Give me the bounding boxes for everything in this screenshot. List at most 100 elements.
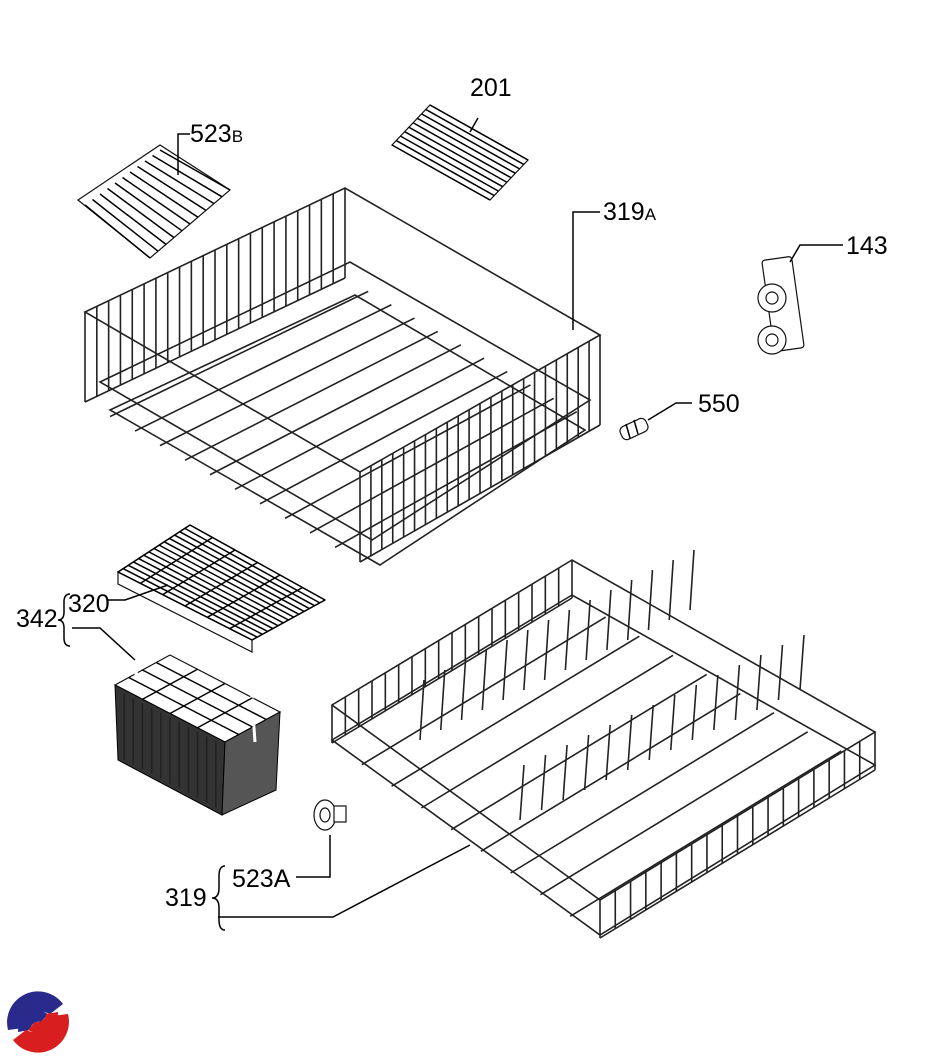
cutlery-divider xyxy=(142,668,198,700)
grid-320-slot xyxy=(206,574,281,618)
upper-basket-wire-cross xyxy=(184,330,439,461)
upper-basket-319a xyxy=(83,187,602,566)
upper-basket-bottom-rim xyxy=(108,294,587,566)
lower-basket-tine xyxy=(668,559,675,621)
rack-523b-tine xyxy=(152,154,223,198)
upper-basket-wire-cross xyxy=(334,410,578,549)
lower-basket-tine xyxy=(734,664,741,721)
upper-basket-wire-cross xyxy=(109,290,369,418)
rack-523b-tine xyxy=(122,176,191,225)
lower-basket-wire-cross xyxy=(569,750,842,918)
part-320-grid xyxy=(116,524,327,653)
rack-201-tine xyxy=(429,104,529,161)
rack-523b-tine xyxy=(137,165,207,212)
rack-523b-tine xyxy=(92,198,159,252)
label-550: 550 xyxy=(698,390,740,418)
lower-basket-tine xyxy=(647,569,654,631)
part-550-pin xyxy=(619,417,649,441)
lower-basket-319 xyxy=(330,549,877,939)
lower-basket-tine xyxy=(543,619,550,681)
lower-basket-tine xyxy=(689,549,695,611)
grid-320-slot xyxy=(251,599,326,641)
rack-201-tine xyxy=(421,113,520,170)
lower-basket-tine xyxy=(523,629,529,691)
leader-lines xyxy=(57,117,843,931)
label-523b: 523B xyxy=(190,120,243,148)
grid-320-slot xyxy=(229,586,303,630)
rack-523b-tine xyxy=(99,193,167,245)
lower-basket-top-rim xyxy=(330,559,877,901)
label-319: 319 xyxy=(165,884,207,912)
label-143: 143 xyxy=(846,232,888,260)
lower-basket-wire-cross xyxy=(510,711,775,874)
lower-basket-wire-cross xyxy=(599,769,876,939)
rack-201-tine xyxy=(400,135,499,192)
lower-basket-tine xyxy=(606,589,612,651)
lower-basket-wire-cross xyxy=(450,673,708,831)
lower-basket-tine xyxy=(691,684,698,741)
lower-basket-tine xyxy=(799,634,805,691)
part-523a-wheel xyxy=(313,799,347,831)
rack-201-tine xyxy=(416,117,516,174)
label-320: 320 xyxy=(68,590,110,618)
label-319a: 319A xyxy=(603,198,657,226)
lower-basket-tine xyxy=(756,654,762,711)
lower-basket-tine xyxy=(419,679,425,741)
label-523a: 523A xyxy=(232,865,291,893)
lower-basket-tine xyxy=(585,599,591,661)
lower-basket-wire-cross xyxy=(420,654,674,809)
grid-320-slot xyxy=(117,524,191,573)
rack-523b-tine xyxy=(107,187,175,239)
brand-logo xyxy=(7,991,69,1053)
rack-201-tine xyxy=(412,122,512,179)
upper-basket-wire-cross xyxy=(134,304,392,432)
lower-basket-tine xyxy=(481,649,488,711)
lower-basket-tine xyxy=(626,579,633,641)
lower-basket-tine xyxy=(540,754,547,811)
rack-201-tine xyxy=(408,126,508,183)
rack-523b-tine xyxy=(129,171,199,218)
lower-basket-tine xyxy=(605,724,611,781)
cutlery-divider xyxy=(169,682,226,715)
rack-523b-tine xyxy=(84,204,151,259)
grid-320-slot xyxy=(162,549,236,596)
lower-basket-tine xyxy=(562,744,568,801)
grid-320-slot xyxy=(184,561,258,607)
rack-201-tine xyxy=(395,139,495,197)
lower-basket-wire-cross xyxy=(480,692,741,853)
lower-basket-wire-cross xyxy=(391,635,640,788)
upper-basket-wire-cross xyxy=(309,397,555,534)
label-342: 342 xyxy=(16,605,58,633)
upper-basket-wire-cross xyxy=(284,384,531,520)
upper-basket-wire-cross xyxy=(359,424,601,563)
cutlery-divider xyxy=(197,697,253,729)
upper-basket-wire-cross xyxy=(209,344,462,476)
upper-basket-wire-cross xyxy=(159,317,415,447)
cutlery-basket xyxy=(113,615,282,816)
lower-basket-tine xyxy=(669,694,676,751)
part-523b-rack xyxy=(76,144,232,259)
lower-basket-tine xyxy=(460,659,467,721)
rack-201-tine xyxy=(391,144,491,201)
lower-basket-tine xyxy=(502,639,508,701)
lower-basket-wire-cross xyxy=(540,731,809,896)
lower-basket-tine xyxy=(583,734,590,791)
lower-basket-tine xyxy=(519,764,525,821)
lower-basket-tine xyxy=(713,674,719,731)
rack-523b-tine xyxy=(144,160,215,205)
rack-201-tine xyxy=(404,131,504,188)
upper-basket-wire-cross xyxy=(259,370,508,505)
part-201-rack xyxy=(391,104,529,201)
label-201: 201 xyxy=(470,74,512,102)
grid-320-slot xyxy=(139,536,213,584)
lower-basket-tine xyxy=(626,714,633,771)
rack-201-tine xyxy=(425,108,525,166)
rack-523b-tine xyxy=(114,182,183,232)
upper-basket-wire-cross xyxy=(234,357,485,490)
upper-basket-mid-rim xyxy=(98,261,592,541)
lower-basket-tine xyxy=(564,609,571,671)
lower-basket-tine xyxy=(777,644,784,701)
part-143-roller xyxy=(757,256,805,355)
lower-basket-tine xyxy=(648,704,655,761)
